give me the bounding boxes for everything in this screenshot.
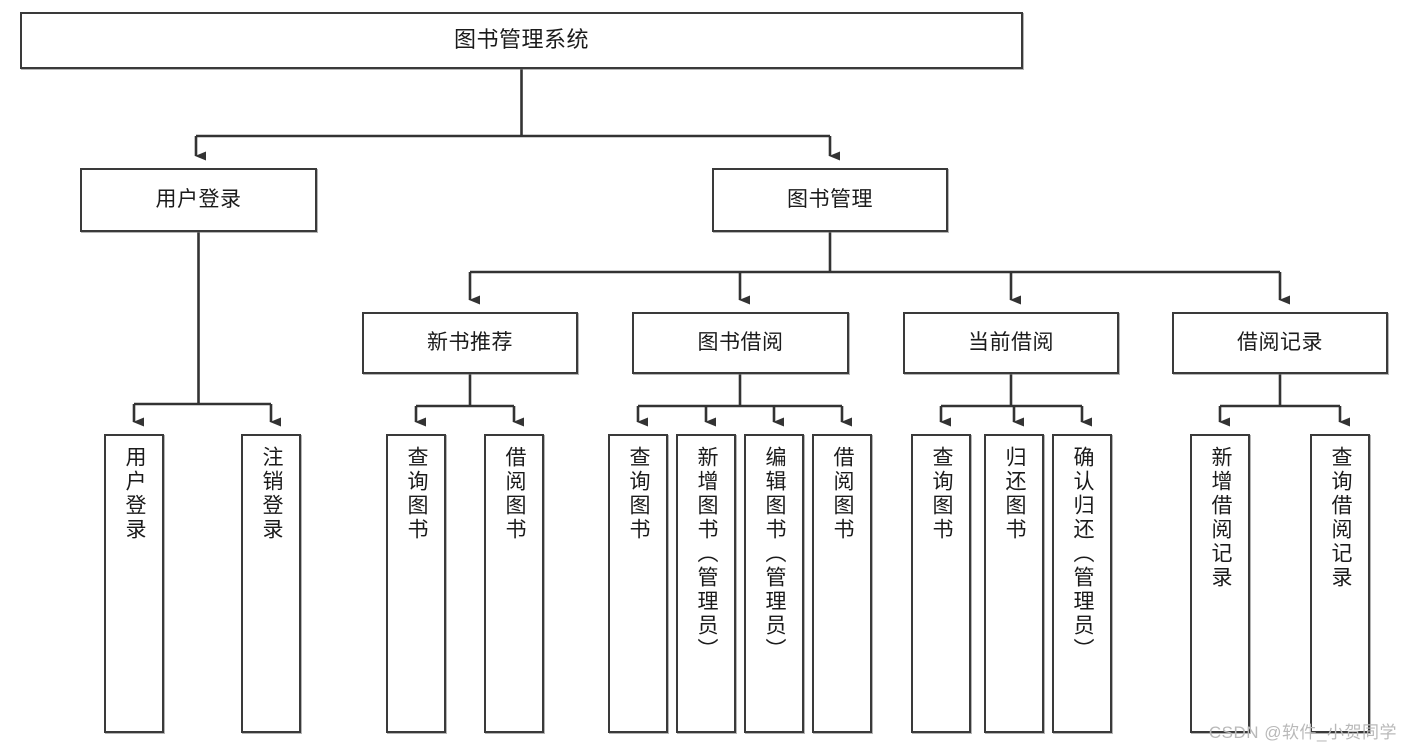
node-root-label: 图书管理系统 [453, 27, 589, 53]
watermark-text: CSDN @软件_小贺同学 [1208, 723, 1397, 742]
node-borrow-record-label: 借阅记录 [1237, 331, 1323, 355]
node-user-login[interactable]: 用户登录 [80, 168, 317, 232]
node-leaf-add-record[interactable]: 新增借阅记录 [1190, 434, 1250, 733]
node-leaf-query-record[interactable]: 查询借阅记录 [1310, 434, 1370, 733]
node-borrow-record[interactable]: 借阅记录 [1172, 312, 1388, 374]
node-leaf-query-book-2[interactable]: 查询图书 [608, 434, 668, 733]
node-book-manage-label: 图书管理 [787, 188, 873, 212]
node-leaf-query-book-1[interactable]: 查询图书 [386, 434, 446, 733]
node-leaf-user-logout-label: 注销登录 [260, 446, 284, 542]
node-leaf-add-book-label: 新增图书（管理员） [695, 446, 719, 662]
node-book-borrow-label: 图书借阅 [697, 331, 784, 355]
node-leaf-user-login-label: 用户登录 [123, 446, 147, 542]
node-leaf-add-record-label: 新增借阅记录 [1209, 446, 1233, 590]
node-book-manage[interactable]: 图书管理 [712, 168, 948, 232]
node-current-borrow[interactable]: 当前借阅 [903, 312, 1119, 374]
node-user-login-label: 用户登录 [155, 188, 242, 212]
node-leaf-borrow-book-2-label: 借阅图书 [831, 446, 855, 542]
node-leaf-borrow-book-2[interactable]: 借阅图书 [812, 434, 872, 733]
node-root[interactable]: 图书管理系统 [20, 12, 1023, 69]
node-leaf-confirm-return[interactable]: 确认归还（管理员） [1052, 434, 1112, 733]
node-leaf-add-book[interactable]: 新增图书（管理员） [676, 434, 736, 733]
node-current-borrow-label: 当前借阅 [968, 331, 1054, 355]
node-leaf-borrow-book-1-label: 借阅图书 [503, 446, 527, 542]
node-leaf-query-record-label: 查询借阅记录 [1329, 446, 1353, 590]
node-leaf-confirm-return-label: 确认归还（管理员） [1071, 446, 1095, 662]
node-new-book-rec[interactable]: 新书推荐 [362, 312, 578, 374]
node-leaf-borrow-book-1[interactable]: 借阅图书 [484, 434, 544, 733]
node-book-borrow[interactable]: 图书借阅 [632, 312, 849, 374]
node-leaf-edit-book-label: 编辑图书（管理员） [763, 446, 787, 662]
node-leaf-query-book-3-label: 查询图书 [930, 446, 954, 542]
node-leaf-user-login[interactable]: 用户登录 [104, 434, 164, 733]
node-leaf-user-logout[interactable]: 注销登录 [241, 434, 301, 733]
node-leaf-query-book-1-label: 查询图书 [405, 446, 429, 542]
node-leaf-query-book-3[interactable]: 查询图书 [911, 434, 971, 733]
node-leaf-return-book-label: 归还图书 [1003, 446, 1027, 542]
node-leaf-return-book[interactable]: 归还图书 [984, 434, 1044, 733]
node-new-book-rec-label: 新书推荐 [427, 331, 513, 355]
node-leaf-edit-book[interactable]: 编辑图书（管理员） [744, 434, 804, 733]
node-leaf-query-book-2-label: 查询图书 [627, 446, 651, 542]
